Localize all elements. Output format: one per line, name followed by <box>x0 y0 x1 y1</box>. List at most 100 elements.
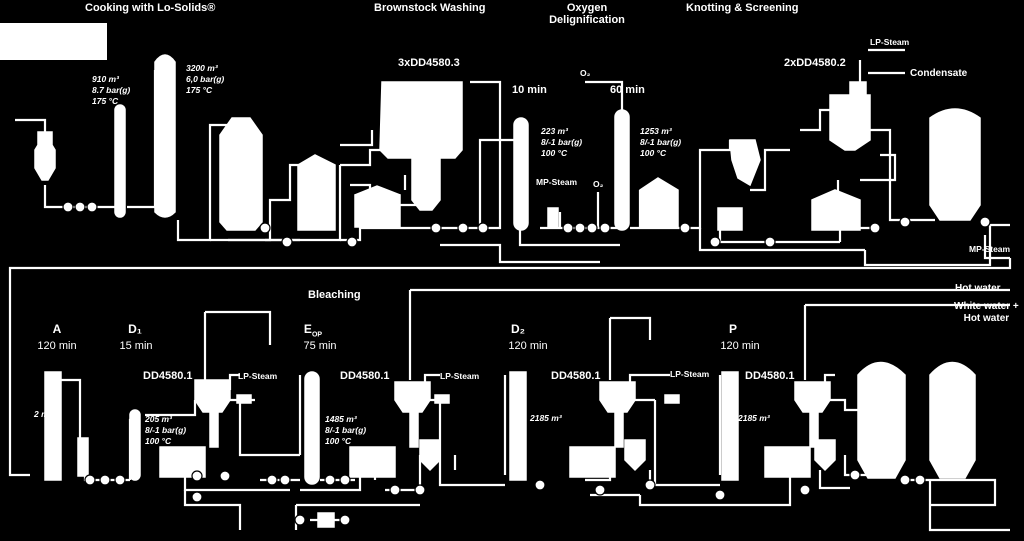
pump <box>324 474 336 486</box>
stage-eop-spec-3: 100 °C <box>325 436 352 446</box>
pipe <box>518 228 620 247</box>
pump <box>339 514 351 526</box>
label-bleach-washer-4: DD4580.1 <box>745 370 795 382</box>
bleach-tank-3-small <box>624 439 646 472</box>
oxygen-o2-top: O₂ <box>580 68 591 78</box>
pipe <box>268 163 300 228</box>
stage-a: A <box>52 322 62 336</box>
washer-tank-roof <box>354 185 401 196</box>
pump <box>534 479 546 491</box>
stage-d2: D₂ <box>511 322 525 336</box>
stage-p: P <box>728 322 738 336</box>
pump <box>339 474 351 486</box>
oxygen-reactor1-spec-2: 8/-1 bar(g) <box>541 137 583 147</box>
bleach-washer-1-stand <box>209 411 219 448</box>
pump <box>279 474 291 486</box>
screening-mp-steam: MP-Steam <box>969 244 1011 254</box>
stage-eop: EOP <box>304 322 322 342</box>
stage-d2-time: 120 min <box>508 340 548 352</box>
pipe <box>340 130 374 147</box>
screen-washer-top <box>849 81 867 96</box>
pump <box>574 222 586 234</box>
pump <box>644 479 656 491</box>
bleach-tower-p <box>721 371 739 481</box>
pump <box>62 201 74 213</box>
bleach-tower-d2 <box>509 371 527 481</box>
stage-p-vol: 2185 m³ <box>738 413 770 423</box>
pump <box>799 484 811 496</box>
blow-tank-2 <box>639 177 679 229</box>
pump <box>979 216 991 228</box>
bleach-washer-2-stand <box>409 411 419 448</box>
label-bleach-washer-3: DD4580.1 <box>551 370 601 382</box>
bleach-tower-a-feed <box>77 437 89 477</box>
storage-tower-2 <box>929 361 976 479</box>
bleach-tower-eop <box>304 371 320 485</box>
oxygen-reactor1-time: 10 min <box>512 84 547 96</box>
pipe <box>818 470 850 490</box>
heat-exchanger-2 <box>434 394 450 404</box>
bleach-washer-3-stand <box>614 411 624 448</box>
pump <box>191 470 203 482</box>
bleach-hot-water: Hot water <box>955 283 1001 294</box>
title-knotting: Knotting & Screening <box>686 2 799 14</box>
pipe <box>183 490 242 530</box>
pump <box>714 489 726 501</box>
oxygen-reactor1-spec-3: 100 °C <box>541 148 568 158</box>
pipe <box>653 400 720 487</box>
pipe <box>628 373 670 390</box>
cooking-vessel2-spec-1: 3200 m³ <box>186 63 218 73</box>
stage-a-time: 120 min <box>37 340 77 352</box>
brownstock-washer <box>379 81 463 211</box>
pipe <box>638 470 792 507</box>
title-bleaching: Bleaching <box>308 289 361 301</box>
pipe <box>983 235 1010 260</box>
stage-eop-letter: E <box>303 322 312 336</box>
heat-exchanger-3 <box>664 394 680 404</box>
pump <box>99 474 111 486</box>
pump <box>764 236 776 248</box>
bleach-washer-1 <box>194 379 231 413</box>
pipe <box>183 475 290 492</box>
heat-exchanger-1 <box>236 394 252 404</box>
pipe <box>440 243 600 264</box>
mixer-box <box>317 512 335 528</box>
oxygen-reactor2-spec-3: 100 °C <box>640 148 667 158</box>
cooking-vessel2-spec-3: 175 °C <box>186 85 213 95</box>
pipe <box>860 153 897 182</box>
bleach-filtrate-tank-4 <box>764 446 811 478</box>
stage-a-vol: 2 m³ <box>34 409 52 419</box>
bleach-filtrate-tank-3 <box>569 446 616 478</box>
bleach-lp-steam-3: LP-Steam <box>670 369 710 379</box>
oxygen-mp-steam: MP-Steam <box>536 177 578 187</box>
oxygen-reactor2-spec-1: 1253 m³ <box>640 126 672 136</box>
bleach-washer-4 <box>794 381 831 413</box>
pump <box>281 236 293 248</box>
pump <box>562 222 574 234</box>
pump <box>259 222 271 234</box>
bleach-tower-d1 <box>129 409 141 481</box>
oxygen-mixer <box>547 207 559 229</box>
bleach-tank-2-small <box>419 439 441 472</box>
pipe <box>610 316 652 340</box>
pump <box>430 222 442 234</box>
oxygen-o2-feed: O₂ <box>593 179 604 189</box>
blow-tank <box>219 117 263 231</box>
stage-eop-spec-1: 1485 m³ <box>325 414 357 424</box>
stage-d1-spec-2: 8/-1 bar(g) <box>145 425 187 435</box>
title-oxygen: Oxygen Delignification <box>549 2 625 26</box>
stage-eop-spec-2: 8/-1 bar(g) <box>325 425 367 435</box>
bleach-filtrate-tank-2 <box>349 446 396 478</box>
stage-eop-time: 75 min <box>303 340 337 352</box>
title-cooking: Cooking with Lo-Solids® <box>85 2 216 14</box>
pump <box>594 484 606 496</box>
pump <box>346 236 358 248</box>
pipe <box>863 225 992 267</box>
stage-d2-vol: 2185 m³ <box>530 413 562 423</box>
stage-d1: D₁ <box>128 322 142 336</box>
pump <box>899 216 911 228</box>
pipe <box>900 478 997 507</box>
pump <box>84 474 96 486</box>
pump <box>477 222 489 234</box>
